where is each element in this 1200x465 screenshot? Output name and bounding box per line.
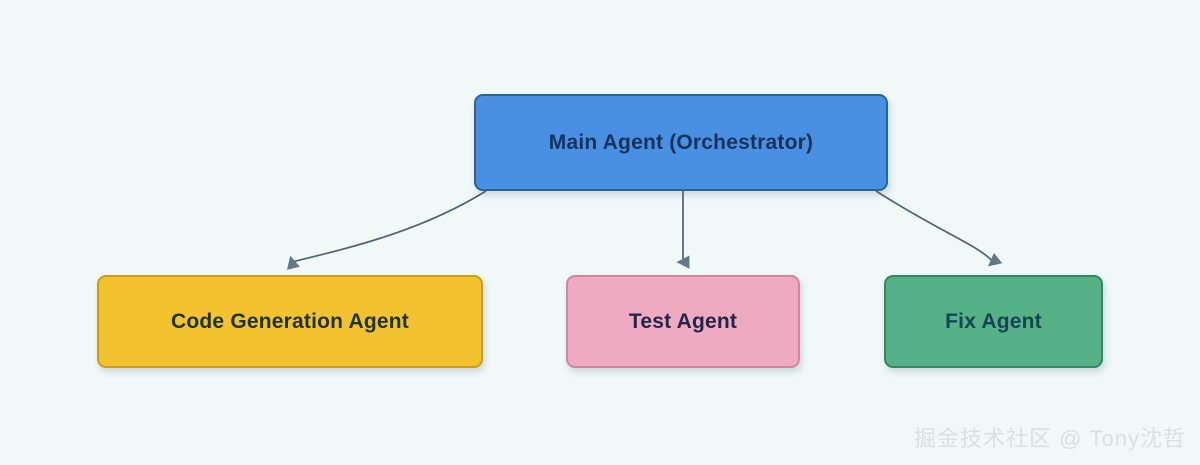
edge-main-to-codegen — [286, 190, 487, 270]
node-fix-agent-label: Fix Agent — [945, 309, 1042, 333]
watermark: 掘金技术社区 @ Tony沈哲 — [913, 426, 1186, 451]
node-fix-agent[interactable]: Fix Agent — [884, 275, 1103, 368]
node-code-generation-agent-label: Code Generation Agent — [171, 309, 409, 333]
node-test-agent-label: Test Agent — [628, 309, 738, 333]
node-code-generation-agent[interactable]: Code Generation Agent — [97, 275, 483, 368]
edge-main-to-fix — [875, 190, 1003, 267]
node-main-agent[interactable]: Main Agent (Orchestrator) — [474, 94, 888, 191]
node-test-agent[interactable]: Test Agent — [566, 275, 800, 368]
node-main-agent-label: Main Agent (Orchestrator) — [548, 130, 814, 154]
